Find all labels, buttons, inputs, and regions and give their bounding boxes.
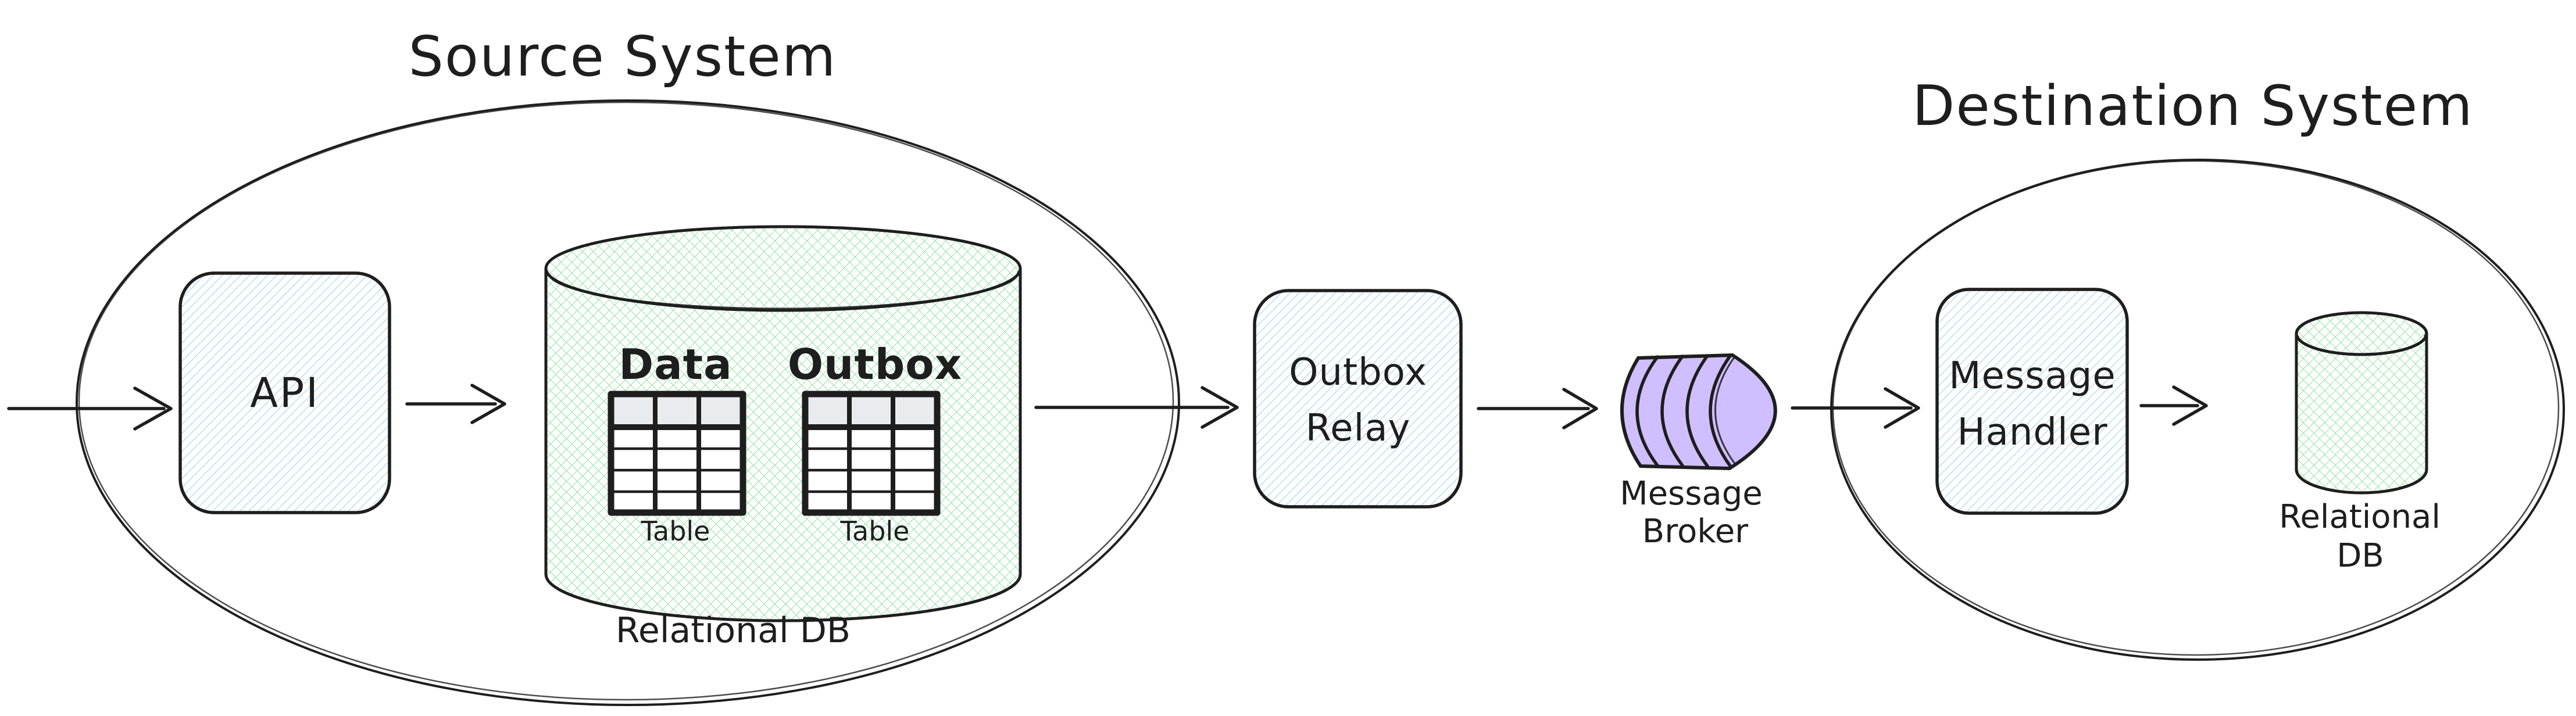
data-table-title: Data	[619, 340, 732, 389]
broker-disk-line-2	[1660, 355, 1684, 467]
arrow-handler-to-db	[2139, 385, 2208, 426]
source-db-label: Relational DB	[616, 610, 851, 651]
destination-system-boundary-ellipse	[1830, 159, 2565, 661]
destination-db-label-line2: DB	[2336, 537, 2384, 575]
arrowhead-relay-to-broker	[1562, 388, 1598, 429]
source-system-title: Source System	[409, 25, 837, 89]
message-handler-node: Message Handler	[1935, 288, 2129, 515]
arrow-broker-to-destination	[1791, 387, 1920, 429]
arrowhead-into-source	[133, 386, 173, 431]
message-broker-node: Message Broker	[1620, 353, 1777, 550]
api-node: API	[178, 271, 391, 514]
outbox-relay-label-line2: Relay	[1306, 407, 1411, 450]
arrow-into-source	[7, 386, 173, 431]
destination-system-boundary-ellipse-sketch	[1832, 160, 2560, 656]
outbox-table-icon: Outbox Table	[788, 340, 962, 547]
arrowhead-broker-to-destination	[1884, 387, 1920, 429]
arrow-api-to-db	[405, 384, 506, 424]
destination-system-group: Destination System Message Handler Relat…	[1830, 74, 2565, 661]
outbox-relay-label-line1: Outbox	[1289, 351, 1427, 394]
arrowhead-handler-to-db	[2172, 385, 2208, 426]
message-handler-label-line2: Handler	[1957, 411, 2108, 454]
outbox-relay-box	[1253, 289, 1463, 509]
destination-system-title: Destination System	[1912, 74, 2474, 138]
db-cylinder-rim-sketch	[547, 271, 1019, 310]
outbox-table-caption: Table	[840, 515, 910, 547]
broker-disk-line-sketch	[1714, 356, 1737, 466]
destination-db-label-line1: Relational	[2279, 498, 2441, 536]
source-system-boundary-ellipse-sketch	[78, 101, 1174, 701]
data-table-caption: Table	[641, 515, 710, 547]
arrow-db-to-relay	[1034, 386, 1239, 429]
destination-db-body	[2295, 311, 2428, 495]
broker-disk-line-1	[1635, 355, 1659, 467]
source-db-cylinder: Data Table Outbox	[544, 225, 1022, 651]
message-handler-label-line1: Message	[1949, 355, 2116, 398]
outbox-table-header-row	[808, 397, 934, 425]
arrowhead-api-to-db	[470, 384, 506, 424]
broker-disk-line-3	[1685, 354, 1709, 468]
arrow-relay-to-broker	[1477, 388, 1598, 429]
api-label: API	[250, 369, 320, 417]
message-broker-label-line1: Message	[1620, 475, 1762, 513]
destination-db-cylinder: Relational DB	[2279, 311, 2441, 575]
source-system-group: Source System API Data	[7, 25, 1239, 706]
message-broker-label-line2: Broker	[1642, 513, 1749, 550]
db-cylinder-body	[544, 225, 1022, 622]
data-table-icon: Data Table	[608, 340, 746, 547]
api-box	[178, 271, 391, 514]
destination-db-rim-sketch	[2297, 334, 2426, 355]
message-broker-cylinder	[1620, 353, 1777, 471]
outbox-table-title: Outbox	[788, 340, 962, 389]
broker-disk-line-4	[1709, 353, 1732, 468]
source-system-boundary-ellipse	[76, 99, 1180, 706]
data-table-header-row	[614, 397, 740, 425]
outbox-relay-node: Outbox Relay	[1253, 289, 1463, 509]
message-handler-box	[1935, 288, 2129, 515]
arrowhead-db-to-relay	[1201, 386, 1239, 429]
